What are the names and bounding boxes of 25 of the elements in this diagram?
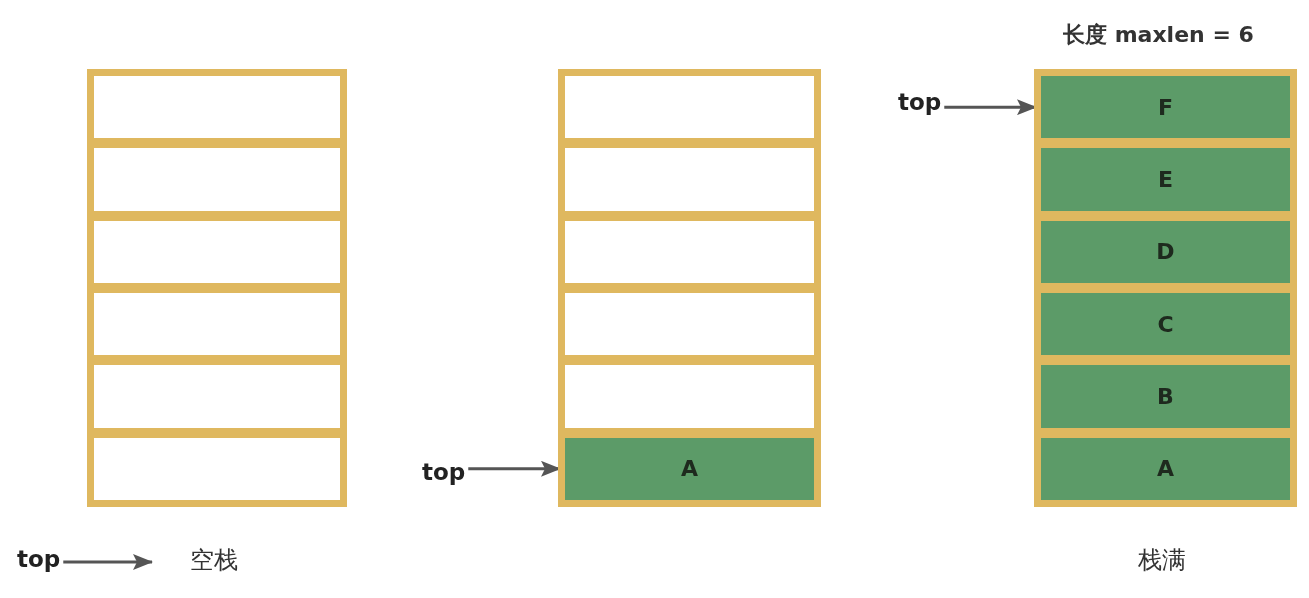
filled-stack-slot bbox=[1036, 71, 1295, 144]
slot-value: F bbox=[1158, 94, 1173, 120]
slot-value: A bbox=[1157, 456, 1174, 482]
stack-caption: 空栈 bbox=[190, 545, 238, 576]
empty-stack-slot bbox=[89, 71, 345, 144]
pointer-label: top bbox=[898, 89, 942, 115]
slot-value: A bbox=[681, 456, 698, 482]
pointer-label: top bbox=[17, 546, 61, 572]
pointer-arrow bbox=[63, 554, 153, 570]
stack-frame bbox=[558, 69, 821, 507]
slot-value: C bbox=[1157, 311, 1174, 337]
stack-frame bbox=[1034, 69, 1297, 507]
empty-stack-slot bbox=[560, 71, 819, 144]
slot-value: E bbox=[1158, 167, 1173, 192]
filled-stack-slot bbox=[560, 432, 819, 505]
slot-value: D bbox=[1156, 239, 1175, 265]
pointer-arrow bbox=[944, 99, 1037, 116]
slot-value: B bbox=[1157, 383, 1174, 409]
empty-stack-slot bbox=[89, 432, 345, 505]
filled-stack-slot bbox=[1036, 432, 1295, 505]
stack-frame bbox=[87, 69, 347, 507]
stack-caption: 栈满 bbox=[1138, 545, 1186, 576]
stack-caption: 长度 maxlen = 6 bbox=[1063, 21, 1254, 49]
pointer-arrow bbox=[468, 460, 561, 477]
pointer-label: top bbox=[422, 459, 466, 485]
